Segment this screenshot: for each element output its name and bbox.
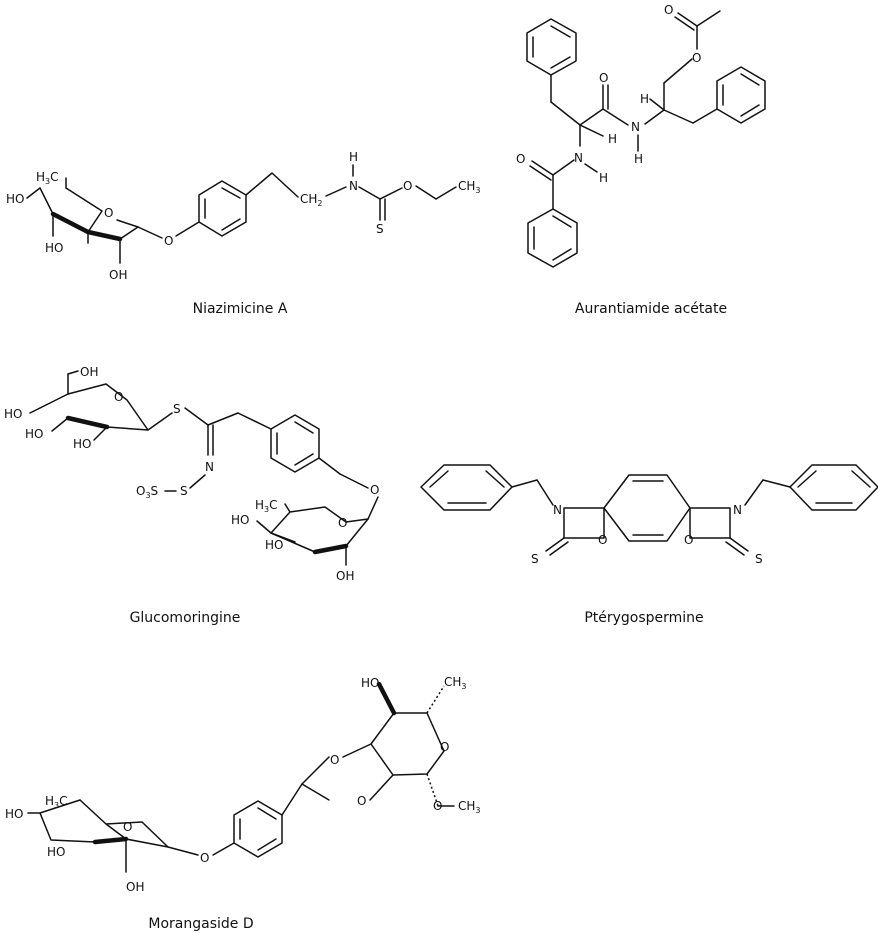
pter-s-right: S [755,552,763,566]
gluc-rha-oh: OH [336,569,354,583]
aur-o-acetyl: O [664,3,673,17]
mor-ho2: HO [47,845,65,859]
gluc-ch2oh: OH [80,365,98,379]
mor-ome-o: O [433,799,442,813]
structure-morangaside-d: O H3C HO HO OH O O O O HO CH3 O CH3 Mora… [5,675,481,932]
niaz-ch3: CH3 [458,179,481,195]
aur-o-ester: O [692,51,701,65]
aur-o-amide: O [599,71,608,85]
mor-ome-ch3: CH3 [458,799,481,815]
pter-o-right: O [684,533,693,547]
structure-aurantiamide-acetate: H N H O O N H H O O [516,3,766,317]
gluc-s2: S [180,484,188,498]
mor-h3c: H3C [45,794,68,810]
mor-ch3-top: CH3 [444,675,467,691]
aur-n1-h: H [599,171,608,185]
structure-niazimicine-a: HO H3C O HO OH O CH2 N H S O CH3 Niazimi… [6,150,481,317]
compound-name-pterygospermine: Ptérygospermine [584,610,703,626]
niaz-ch2: CH2 [300,192,323,208]
pter-s-left: S [531,552,539,566]
niaz-h3c: H3C [36,170,59,186]
pter-n-right: N [733,503,742,517]
gluc-ho-1: HO [4,407,22,421]
mor-dioxolane-o1: O [330,753,339,767]
mor-pyr-o: O [440,740,449,754]
niaz-glyco-o: O [164,234,173,248]
compound-name-aurantiamide-acetate: Aurantiamide acétate [575,301,727,317]
mor-glyco-o: O [200,851,209,865]
mor-rha-o: O [123,820,132,834]
structure-glucomoringine: OH O HO HO HO S N S O3S O O HO H [4,365,379,626]
aur-cb-h: H [640,92,649,106]
niaz-nh: H [349,150,358,164]
gluc-ho-3: HO [73,437,91,451]
gluc-rha-h3c: H3C [255,498,278,514]
niaz-ring-o: O [104,206,113,220]
mor-oh: OH [126,880,144,894]
compound-name-morangaside-d: Morangaside D [148,916,253,932]
gluc-ether-o: O [370,483,379,497]
structure-pterygospermine: N S O O N S Ptérygospermine [420,464,878,626]
niaz-n: N [349,179,358,193]
pter-n-left: N [553,503,562,517]
aur-o-benzoyl: O [516,152,525,166]
compound-name-niazimicine-a: Niazimicine A [193,301,288,317]
gluc-rha-o: O [338,516,347,530]
aur-n2: N [631,120,640,134]
mor-ho1: HO [5,807,23,821]
gluc-ho-2: HO [25,427,43,441]
compound-name-glucomoringine: Glucomoringine [130,610,241,626]
gluc-rha-ho1: HO [231,513,249,527]
gluc-ring-o: O [114,390,123,404]
niaz-ho-mid: HO [45,241,63,255]
niaz-s: S [376,222,384,236]
gluc-s1: S [173,402,181,416]
niaz-ho-left: HO [6,192,24,206]
aur-ca-h: H [608,132,617,146]
aur-n2-h: H [634,152,643,166]
niaz-ester-o: O [403,179,412,193]
pter-o-left: O [598,533,607,547]
mor-dioxolane-o2: O [357,794,366,808]
niaz-oh: OH [109,268,127,282]
gluc-rha-ho2: HO [265,538,283,552]
gluc-n: N [205,460,214,474]
aur-n1: N [574,151,583,165]
mor-oh-top: HO [361,676,379,690]
gluc-o3s: O3S [136,484,158,500]
